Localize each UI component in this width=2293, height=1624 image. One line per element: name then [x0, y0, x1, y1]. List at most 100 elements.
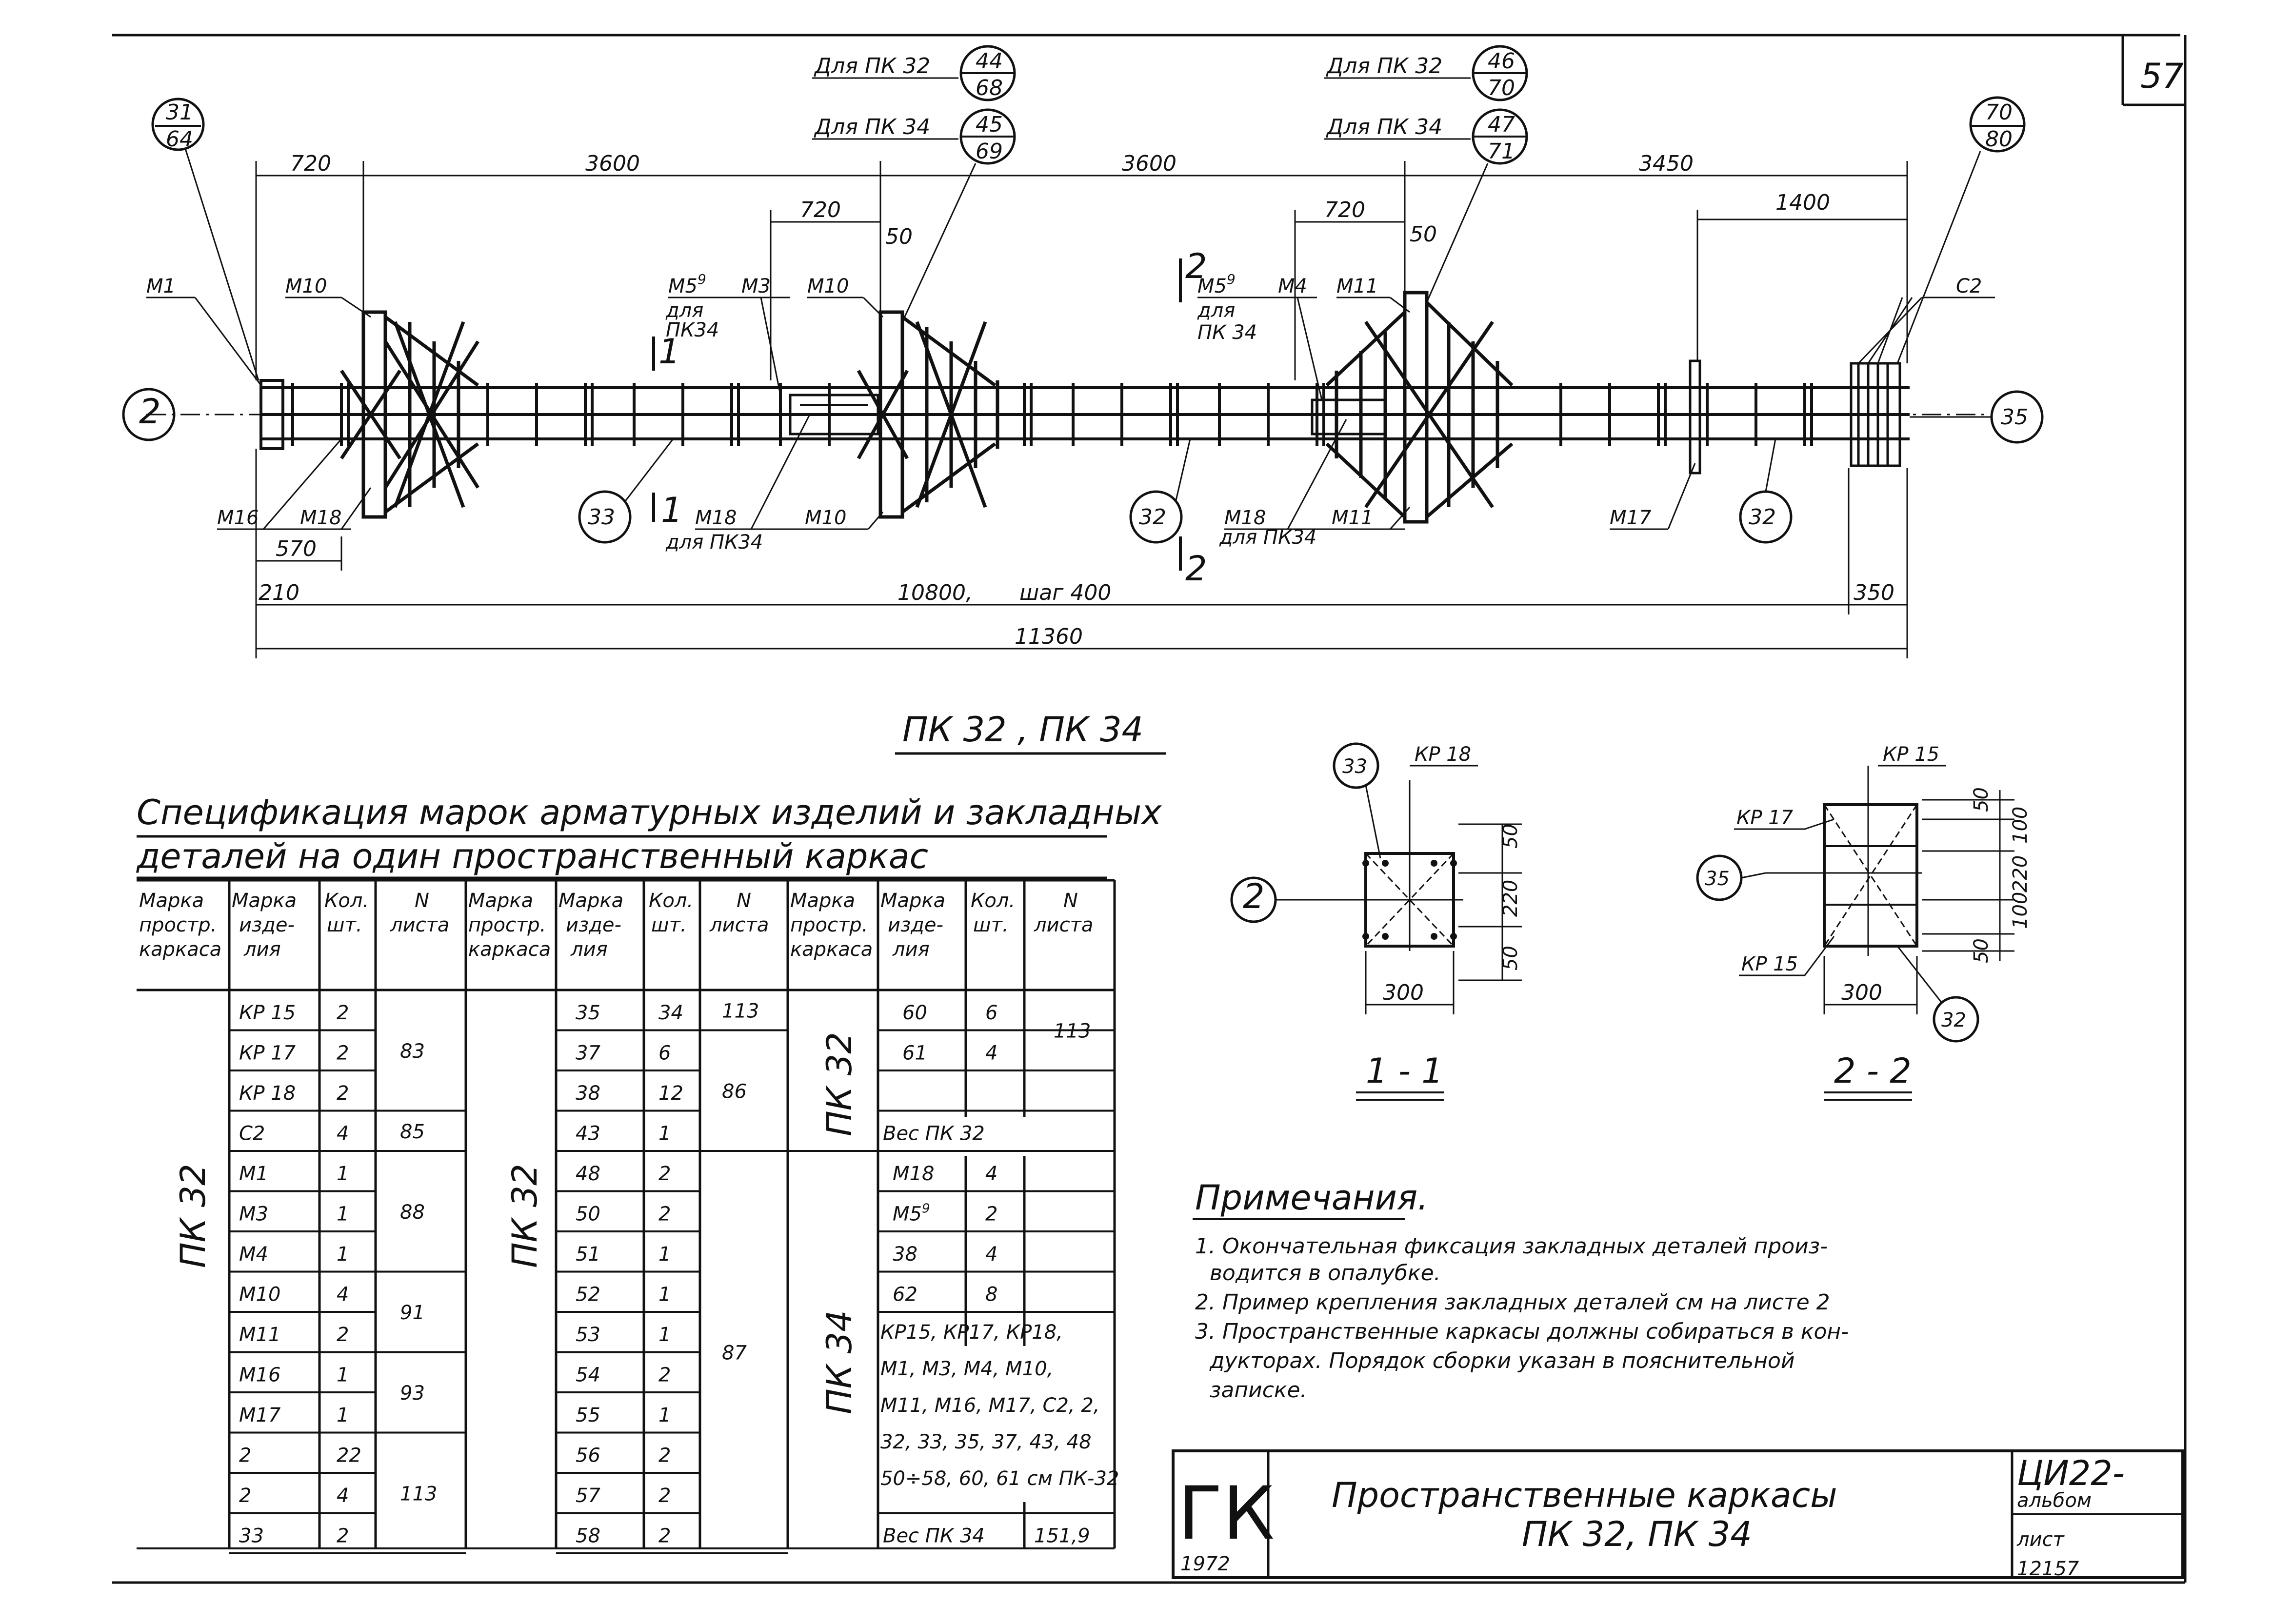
svg-text:32: 32 [1749, 505, 1776, 530]
section-2-2: 300 50 100 220 100 50 КР 15 КР 17 КР 15 … [1696, 743, 2032, 1101]
spec-header: Марка простр. каркаса Марка изде- лия Ко… [139, 890, 1093, 961]
svg-text:каркаса: каркаса [790, 938, 873, 961]
spec-item-g2: 52 [576, 1284, 600, 1306]
node-2-left: 2 [122, 388, 176, 441]
svg-text:простр.: простр. [790, 914, 868, 936]
mark-m10-c: М10 [805, 507, 846, 529]
stamp-title-2: ПК 32, ПК 34 [1522, 1514, 1752, 1554]
svg-text:Для ПК 32: Для ПК 32 [814, 54, 930, 79]
spec-qty-g3a: 4 [985, 1042, 997, 1065]
spec-qty-g2: 12 [658, 1082, 683, 1105]
svg-text:КР 15: КР 15 [1741, 953, 1798, 975]
spec-list-g3b: М1, М3, М4, М10, [880, 1358, 1053, 1380]
mark-c2: С2 [1956, 275, 1982, 297]
svg-text:Марка: Марка [139, 890, 204, 912]
svg-text:лия: лия [570, 938, 608, 961]
plate-m17 [1689, 359, 1701, 475]
spec-item-g2: 37 [576, 1042, 600, 1065]
svg-text:каркаса: каркаса [468, 938, 551, 961]
svg-text:69: 69 [976, 139, 1003, 164]
spec-qty-g2: 2 [658, 1525, 671, 1547]
spec-item-g1: М16 [239, 1364, 280, 1386]
spec-item-g3a: 61 [902, 1042, 927, 1065]
svg-text:47: 47 [1488, 112, 1515, 137]
node-35-right: 35 [1910, 390, 2044, 444]
mark-m17: М17 [1610, 507, 1652, 529]
svg-text:31: 31 [166, 100, 193, 125]
svg-text:2: 2 [1185, 246, 1207, 286]
svg-text:32: 32 [1941, 1009, 1966, 1031]
svg-text:50: 50 [1499, 824, 1522, 849]
svg-text:35: 35 [1705, 868, 1730, 890]
title-block: ГК 1972 Пространственные каркасы ПК 32, … [1172, 1449, 2184, 1580]
svg-text:шт.: шт. [973, 914, 1009, 936]
mark-m16: М16 [217, 507, 259, 529]
spec-qty-g3b: 2 [985, 1203, 997, 1226]
svg-text:71: 71 [1488, 139, 1515, 164]
svg-text:720: 720 [290, 151, 331, 176]
svg-text:N: N [737, 890, 751, 912]
svg-text:N: N [415, 890, 429, 912]
section-2-2-title: 2 - 2 [1834, 1051, 1912, 1091]
sheet-frame [112, 34, 2187, 1584]
spec-qty-g2: 2 [658, 1445, 671, 1467]
mark-m18-a: М18 [300, 507, 341, 529]
spec-qty-g1: 1 [337, 1163, 349, 1185]
spec-weight-pk34: Вес ПК 34 [883, 1525, 985, 1547]
spec-qty-g1: 2 [337, 1324, 349, 1346]
spec-item-g1: 2 [239, 1485, 251, 1507]
callout-47-71: Для ПК 34 47 71 [1324, 108, 1528, 303]
spec-qty-g1: 1 [337, 1243, 349, 1266]
svg-text:шт.: шт. [327, 914, 362, 936]
svg-text:44: 44 [976, 49, 1003, 74]
note-m18-for-b: для ПК34 [1219, 526, 1316, 549]
mark-m11-a: М11 [1336, 275, 1378, 297]
spec-item-g2: 58 [576, 1525, 600, 1547]
spec-sheet-g1: 83 [400, 1040, 425, 1063]
callout-44-68: Для ПК 32 44 68 [812, 45, 1016, 101]
frame-elevation [146, 291, 1990, 524]
svg-text:33: 33 [1342, 755, 1367, 778]
group3-label-a: ПК 32 [819, 1032, 859, 1136]
note-for-pk34-c: для [1197, 299, 1235, 322]
section-marker-2: 2 2 [1179, 246, 1207, 589]
spec-qty-g2: 1 [658, 1243, 671, 1266]
haunch-1 [340, 310, 479, 519]
svg-text:шт.: шт. [651, 914, 687, 936]
spec-item-g1: М1 [239, 1163, 268, 1185]
spec-sheet-g1: 93 [400, 1382, 425, 1405]
spec-qty-g1: 2 [337, 1042, 349, 1065]
spec-weight-pk32: Вес ПК 32 [883, 1123, 985, 1145]
svg-text:КР 15: КР 15 [1883, 743, 1939, 766]
spec-qty-g1: 2 [337, 1002, 349, 1024]
spec-sheet-g1: 113 [400, 1483, 437, 1505]
svg-text:80: 80 [1985, 127, 2013, 152]
svg-text:64: 64 [166, 127, 193, 152]
main-title: ПК 32 , ПК 34 [902, 710, 1143, 750]
svg-text:Кол.: Кол. [971, 890, 1015, 912]
svg-text:720: 720 [1324, 198, 1365, 222]
spec-qty-g2: 2 [658, 1203, 671, 1226]
svg-text:Кол.: Кол. [324, 890, 369, 912]
bottom-dimensions [255, 449, 1908, 658]
spec-item-g1: КР 15 [239, 1002, 296, 1024]
haunch-2 [857, 310, 999, 519]
spec-item-g3b: 38 [893, 1243, 917, 1266]
svg-text:570: 570 [276, 536, 317, 561]
svg-text:Кол.: Кол. [649, 890, 693, 912]
spec-sheet-g1: 88 [400, 1201, 425, 1224]
svg-text:68: 68 [976, 76, 1003, 100]
svg-text:35: 35 [2001, 405, 2028, 430]
note-for-pk34-b: ПК34 [666, 319, 719, 341]
svg-text:1: 1 [661, 490, 683, 530]
node-32-b: 32 [1739, 438, 1793, 544]
svg-text:шаг 400: шаг 400 [1019, 580, 1111, 605]
svg-text:70: 70 [1488, 76, 1515, 100]
callout-31-64: 31 64 [151, 98, 259, 381]
svg-text:32: 32 [1139, 505, 1166, 530]
spec-qty-g3a: 6 [985, 1002, 997, 1024]
spec-item-g2: 57 [576, 1485, 600, 1507]
svg-text:Марка: Марка [790, 890, 855, 912]
mark-m10-a: М10 [285, 275, 327, 297]
spec-item-g2: 51 [576, 1243, 600, 1266]
